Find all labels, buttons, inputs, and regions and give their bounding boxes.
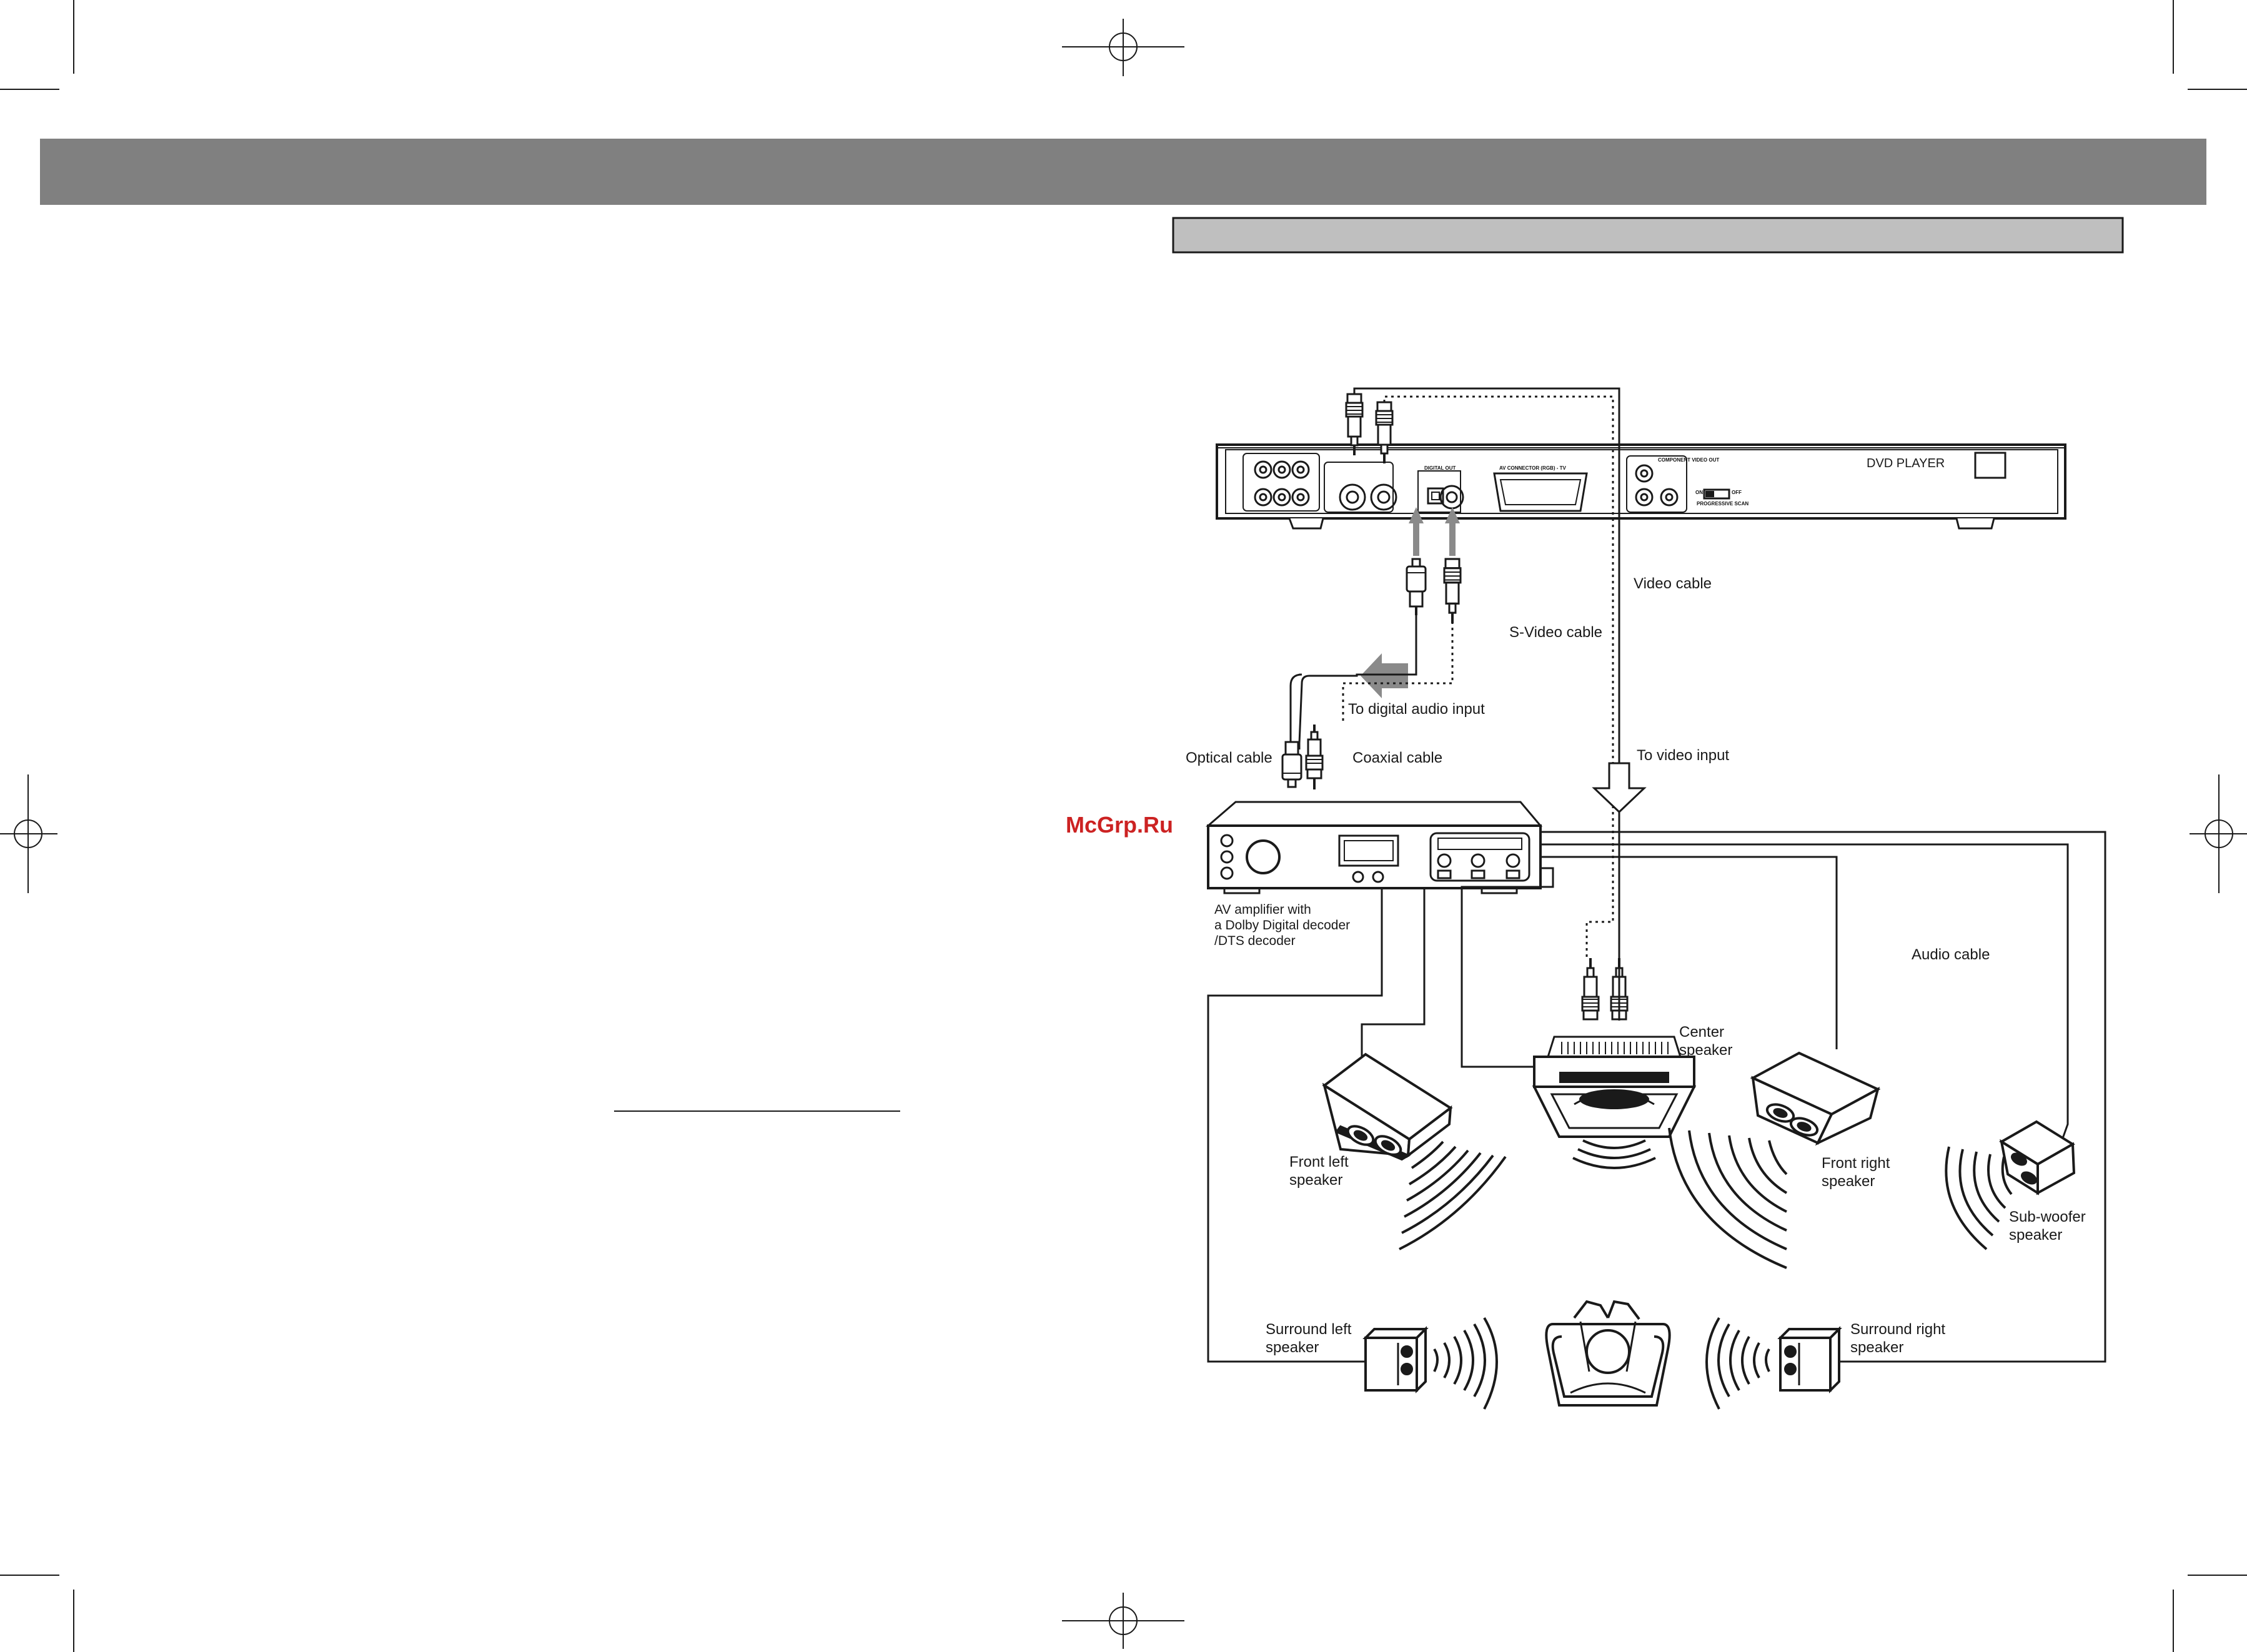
front-left-label-line2: speaker bbox=[1289, 1172, 1343, 1189]
dvd-player bbox=[1216, 443, 2066, 530]
digital-out-arrows bbox=[1361, 507, 1460, 698]
coaxial-cable-label: Coaxial cable bbox=[1352, 749, 1443, 766]
sub-woofer-speaker bbox=[1999, 1120, 2076, 1195]
sub-woofer-label-line1: Sub-woofer bbox=[2009, 1209, 2086, 1225]
av-amplifier bbox=[1205, 801, 1543, 894]
av-connector-label: AV CONNECTOR (RGB) - TV bbox=[1499, 465, 1566, 471]
digital-cable-plugs-top bbox=[1406, 559, 1461, 623]
video-input-arrow bbox=[1592, 762, 1647, 814]
surround-right-speaker bbox=[1777, 1326, 1842, 1393]
surround-left-sound-waves bbox=[1433, 1317, 1498, 1410]
front-right-sound-waves bbox=[1668, 1127, 1788, 1269]
watermark: McGrp.Ru bbox=[1066, 812, 1174, 838]
center-sound-waves bbox=[1572, 1139, 1656, 1169]
surround-right-label-line1: Surround right bbox=[1850, 1321, 1946, 1338]
optical-cable-label: Optical cable bbox=[1186, 749, 1272, 766]
optical-cable-line bbox=[1298, 615, 1417, 749]
front-right-label-line2: speaker bbox=[1822, 1173, 1875, 1190]
surround-left-label-line1: Surround left bbox=[1266, 1321, 1352, 1338]
amplifier-label-line1: AV amplifier with bbox=[1214, 903, 1311, 917]
front-left-sound-waves bbox=[1399, 1140, 1507, 1250]
progressive-scan-label: PROGRESSIVE SCAN bbox=[1697, 501, 1749, 507]
surround-right-sound-waves bbox=[1705, 1317, 1770, 1410]
section-header-bar bbox=[1172, 217, 2124, 254]
audio-cables bbox=[1207, 831, 2106, 1363]
center-speaker-label-line1: Center bbox=[1679, 1024, 1725, 1041]
sub-woofer-sound-waves bbox=[1945, 1146, 2013, 1250]
surround-right-label-line2: speaker bbox=[1850, 1339, 1904, 1356]
listener-icon bbox=[1545, 1300, 1671, 1407]
center-speaker bbox=[1532, 1036, 1697, 1138]
digital-cable-plugs-bottom bbox=[1281, 725, 1324, 789]
to-video-input-label: To video input bbox=[1637, 747, 1730, 764]
s-video-cable-label: S-Video cable bbox=[1509, 624, 1602, 641]
switch-off-label: OFF bbox=[1732, 490, 1742, 495]
dvd-player-label: DVD PLAYER bbox=[1867, 457, 1945, 470]
amplifier-label-line2: a Dolby Digital decoder bbox=[1214, 918, 1351, 932]
front-left-label-line1: Front left bbox=[1289, 1154, 1349, 1170]
surround-left-speaker bbox=[1362, 1326, 1429, 1393]
center-plugs bbox=[1582, 958, 1627, 1021]
header-bar bbox=[40, 139, 2206, 205]
to-digital-audio-input-label: To digital audio input bbox=[1348, 701, 1485, 718]
digital-out-label: DIGITAL OUT bbox=[1424, 465, 1456, 471]
video-cable-line bbox=[1353, 387, 1620, 763]
component-video-out-label: COMPONENT VIDEO OUT bbox=[1658, 457, 1720, 463]
switch-on-label: ON bbox=[1695, 490, 1703, 495]
surround-left-label-line2: speaker bbox=[1266, 1339, 1319, 1356]
front-right-label-line1: Front right bbox=[1822, 1155, 1890, 1172]
front-left-speaker bbox=[1322, 1052, 1453, 1161]
video-cable-label: Video cable bbox=[1634, 575, 1712, 592]
center-speaker-label-line2: speaker bbox=[1679, 1042, 1733, 1059]
amplifier-label-line3: /DTS decoder bbox=[1214, 934, 1296, 948]
audio-cable-label: Audio cable bbox=[1912, 946, 1990, 963]
front-right-speaker bbox=[1750, 1051, 1881, 1146]
sub-woofer-label-line2: speaker bbox=[2009, 1227, 2063, 1244]
